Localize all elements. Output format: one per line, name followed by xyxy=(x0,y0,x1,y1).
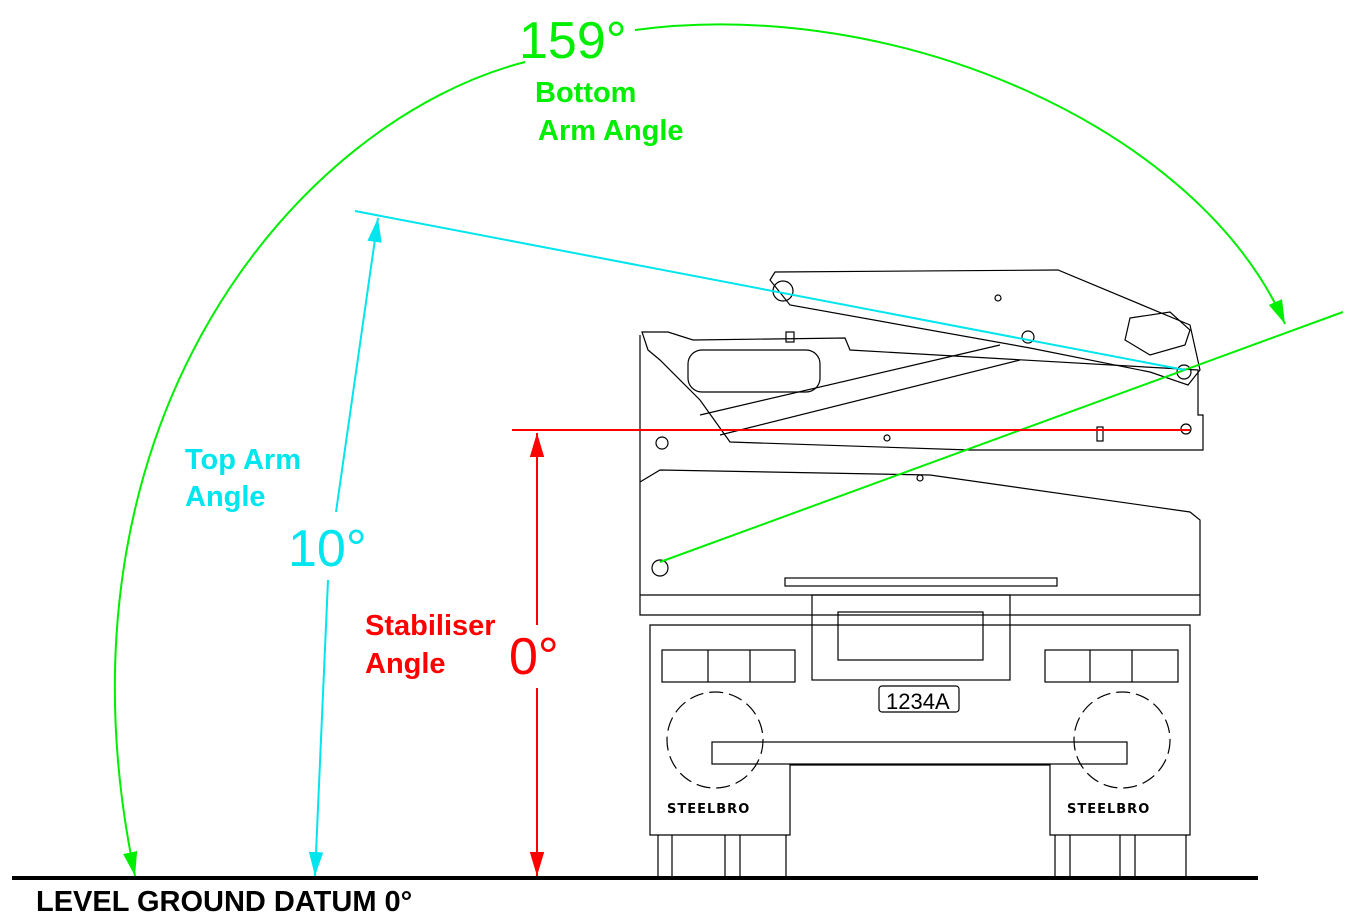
rear-bumper xyxy=(711,741,1128,765)
top-arm-angle-value: 10° xyxy=(288,520,367,578)
pivot-pin xyxy=(651,559,669,577)
right-tail-light xyxy=(1044,649,1179,683)
brand-right: STEELBRO xyxy=(1067,802,1150,817)
deck-plate xyxy=(784,577,1058,587)
top-arm-label-2: Angle xyxy=(185,481,266,513)
brand-left: STEELBRO xyxy=(667,802,750,817)
pivot-pin xyxy=(655,436,669,450)
bottom-arm-lines xyxy=(699,344,1021,436)
bottom-arm-label-2: Arm Angle xyxy=(538,115,684,147)
boom-outline xyxy=(641,331,1204,451)
boom-cutout xyxy=(687,349,821,393)
light-dividers xyxy=(1089,650,1133,682)
top-arm-outline xyxy=(769,269,1201,386)
top-arm-slot xyxy=(1124,311,1191,356)
bottom-arm-arc-right xyxy=(634,23,1286,325)
bolt xyxy=(916,474,924,482)
ground-datum-label: LEVEL GROUND DATUM 0° xyxy=(36,886,412,917)
stabiliser-label-2: Angle xyxy=(365,648,446,680)
plate-text: 1234A xyxy=(886,689,950,714)
light-dividers xyxy=(707,650,751,682)
top-arm-dim-lower xyxy=(308,579,329,877)
bottom-arm-label-1: Bottom xyxy=(535,77,636,109)
bottom-arm-angle-value: 159° xyxy=(519,12,627,70)
bracket xyxy=(1096,426,1104,442)
top-arm-line xyxy=(354,210,1186,371)
pin-block xyxy=(785,331,795,343)
tyres xyxy=(657,835,1187,878)
rear-box xyxy=(811,594,1011,681)
chassis-outline xyxy=(649,624,1191,836)
left-tail-light xyxy=(661,649,796,683)
body-outline xyxy=(639,335,1201,616)
bolt xyxy=(994,294,1002,302)
stabiliser-trailer-drawing: 1234A STEELBRO STEELBRO xyxy=(639,269,1204,878)
bottom-arm-line xyxy=(659,311,1344,563)
rear-panel xyxy=(837,611,984,661)
stabiliser-angle-value: 0° xyxy=(509,628,559,686)
left-wheel xyxy=(666,691,764,789)
top-arm-label-1: Top Arm xyxy=(185,444,301,476)
top-arm-dim-upper xyxy=(335,217,382,513)
right-wheel xyxy=(1073,691,1171,789)
pivot-pin xyxy=(1021,330,1035,344)
bottom-arm-arc-left xyxy=(113,61,526,877)
bolt xyxy=(883,434,891,442)
number-plate xyxy=(878,685,960,713)
stabiliser-label-1: Stabiliser xyxy=(365,610,496,642)
